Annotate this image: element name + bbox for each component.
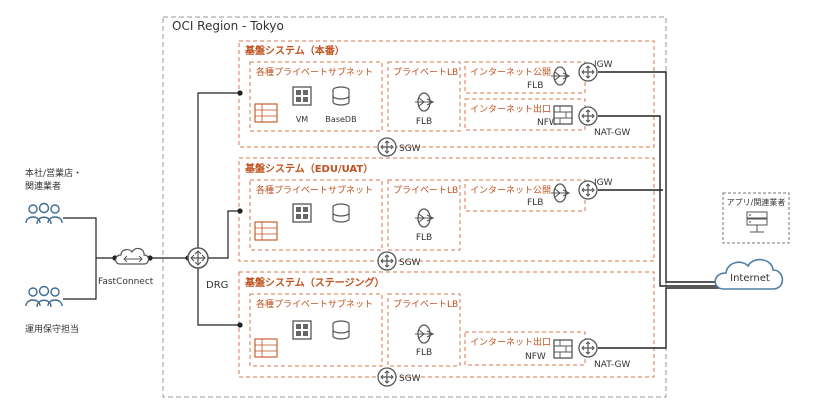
database-icon (332, 86, 350, 106)
junction-dot (237, 322, 243, 328)
server-icon (746, 211, 768, 233)
flb-label: FLB (416, 117, 432, 127)
natgw-label-prod: NAT-GW (594, 128, 630, 138)
natgw-label-staging: NAT-GW (594, 360, 630, 370)
public-flb-prod: FLB (527, 81, 543, 91)
egress-nfw-staging: NFW (525, 352, 546, 362)
public-flb-edu: FLB (527, 198, 543, 208)
egress-label-prod: インターネット出口 (470, 103, 551, 115)
vm-icon (292, 86, 312, 106)
vm-label: VM (296, 115, 308, 124)
fastconnect-icon (115, 247, 150, 265)
link-igw-prod (598, 71, 720, 283)
users-bottom-label: 運用保守担当 (25, 323, 79, 335)
link-natgw-prod (598, 115, 720, 287)
public-label-prod: インターネット公開 (470, 67, 551, 78)
database-icon (332, 203, 350, 223)
region-title: OCI Region - Tokyo (172, 19, 284, 33)
system-title-edu: 基盤システム（EDU/UAT） (244, 162, 373, 175)
sgw-label-prod: SGW (399, 144, 421, 154)
sgw-icon (377, 137, 397, 157)
apps-label: アプリ/関連業者 (727, 197, 786, 207)
subnet-label-prod: 各種プライベートサブネット (256, 66, 373, 78)
subnet-list-icon (254, 103, 278, 123)
flb-label: FLB (416, 348, 432, 358)
sgw-label-staging: SGW (399, 374, 421, 384)
internet-label: Internet (730, 273, 770, 284)
egress-label-staging: インターネット出口 (470, 336, 551, 348)
fastconnect-label: FastConnect (98, 277, 154, 287)
basedb-label: BaseDB (325, 115, 356, 124)
vm-icon (292, 203, 312, 223)
link-users-bottom (63, 258, 97, 300)
firewall-icon (553, 339, 573, 359)
link-drg-staging (197, 258, 240, 326)
subnet-list-icon (254, 221, 278, 241)
system-title-prod: 基盤システム（本番） (244, 44, 345, 57)
sgw-icon (377, 367, 397, 387)
igw-label-edu: IGW (594, 178, 613, 188)
drg-icon (187, 247, 209, 269)
firewall-icon (553, 105, 573, 125)
sgw-icon (377, 251, 397, 271)
junction-dot (237, 208, 243, 214)
private-lb-label-edu: プライベートLB (393, 185, 458, 196)
subnet-box-prod (249, 61, 383, 132)
user-group-icon (25, 285, 63, 308)
subnet-label-staging: 各種プライベートサブネット (256, 298, 373, 310)
egress-nfw-prod: NFW (537, 118, 558, 128)
subnet-label-edu: 各種プライベートサブネット (256, 184, 373, 196)
users-top-label-line1: 本社/営業店・ (25, 167, 82, 179)
private-lb-label-prod: プライベートLB (393, 67, 458, 78)
nat-gateway-icon (578, 106, 598, 126)
private-lb-box-staging (387, 293, 461, 367)
private-lb-box-edu (387, 179, 461, 251)
vm-icon (292, 320, 312, 340)
database-icon (332, 320, 350, 340)
users-top-label-line2: 関連業者 (25, 180, 61, 192)
private-lb-label-staging: プライベートLB (393, 299, 458, 310)
flb-label: FLB (416, 233, 432, 243)
link-drg-edu (208, 210, 240, 259)
igw-label-prod: IGW (594, 60, 613, 70)
public-label-edu: インターネット公開 (470, 185, 551, 196)
user-group-icon (25, 202, 63, 225)
private-lb-box-prod (387, 61, 461, 132)
junction-dot (237, 90, 243, 96)
link-users-top (63, 217, 115, 259)
link-drg-prod (197, 92, 240, 258)
system-title-staging: 基盤システム（ステージング） (244, 276, 385, 289)
internet-cloud-icon (714, 258, 784, 290)
drg-label: DRG (206, 280, 228, 291)
subnet-box-edu (249, 179, 383, 251)
subnet-list-icon (254, 338, 278, 358)
region-box (162, 16, 667, 398)
sgw-label-edu: SGW (399, 258, 421, 268)
link-natgw-staging (598, 287, 720, 349)
nat-gateway-icon (578, 338, 598, 358)
subnet-box-staging (249, 293, 383, 367)
